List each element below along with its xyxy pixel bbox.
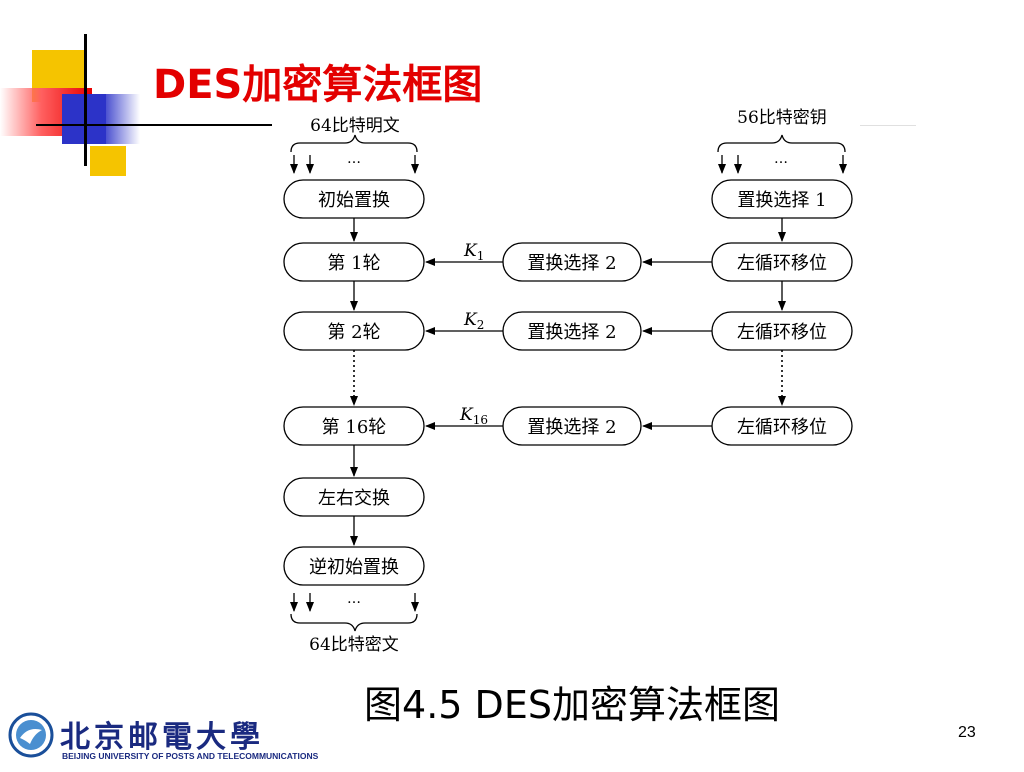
figure-caption: 图4.5 DES加密算法框图: [364, 683, 780, 727]
key-label: 56比特密钥: [737, 108, 827, 128]
university-emblem-icon: [8, 712, 54, 758]
inverse-permutation-box: [283, 546, 425, 586]
ciphertext-label: 64比特密文: [309, 635, 399, 655]
subkey-k16-sub: 16: [473, 413, 488, 427]
subkey-k1-sub: 1: [477, 249, 485, 263]
plaintext-brace: [290, 134, 418, 153]
swap-label: 左右交换: [318, 488, 390, 509]
pc2-label-3: 置换选择 2: [527, 417, 616, 438]
round-1-label: 第 1轮: [327, 253, 380, 274]
pc2-label-2: 置换选择 2: [527, 322, 616, 343]
cipher-ellipsis: …: [347, 591, 361, 607]
pc2-label-1: 置换选择 2: [527, 253, 616, 274]
subkey-k16-letter: K: [459, 405, 474, 425]
decor-faint-line: [860, 125, 916, 126]
subkey-k2: K2: [463, 310, 484, 332]
decor-horizontal-line: [36, 124, 272, 126]
ciphertext-brace: [290, 613, 418, 632]
shift-label-2: 左循环移位: [737, 322, 827, 343]
university-name-en: BEIJING UNIVERSITY OF POSTS AND TELECOMM…: [62, 751, 319, 761]
university-logo: [8, 712, 54, 758]
key-brace: [717, 134, 846, 153]
decor-blue-fade: [100, 94, 140, 144]
page-number: 23: [958, 724, 976, 741]
initial-permutation-label: 初始置换: [318, 190, 390, 211]
page-title: DES加密算法框图: [153, 62, 483, 108]
key-ellipsis: …: [774, 151, 788, 167]
decor-vertical-line: [84, 34, 87, 166]
subkey-k2-letter: K: [463, 310, 478, 330]
round-2-label: 第 2轮: [327, 322, 380, 343]
university-name-cn: 北京邮電大學: [60, 720, 264, 755]
subkey-k16: K16: [459, 405, 488, 427]
round-16-label: 第 16轮: [322, 417, 387, 438]
plaintext-ellipsis: …: [347, 151, 361, 167]
inverse-permutation-label: 逆初始置换: [309, 557, 399, 578]
subkey-k1: K1: [463, 241, 484, 263]
shift-label-3: 左循环移位: [737, 417, 827, 438]
shift-label-1: 左循环移位: [737, 253, 827, 274]
pc1-label: 置换选择 1: [737, 190, 826, 211]
subkey-k1-letter: K: [463, 241, 478, 261]
decor-yellow-square-small: [90, 146, 126, 176]
plaintext-label: 64比特明文: [310, 116, 400, 136]
subkey-k2-sub: 2: [477, 318, 485, 332]
